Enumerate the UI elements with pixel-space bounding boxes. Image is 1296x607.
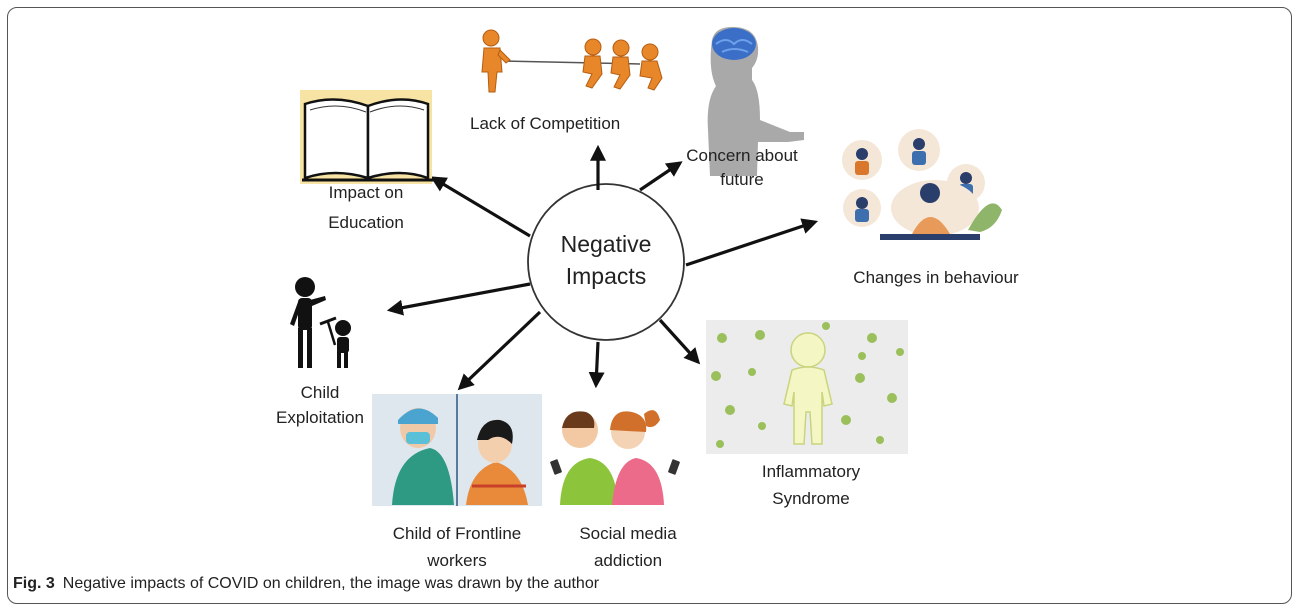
figure-caption-text: Negative impacts of COVID on children, t… bbox=[62, 575, 600, 592]
label-child-of-frontline-workers: Child of Frontline workers bbox=[376, 520, 538, 574]
label-education-line2: Education bbox=[328, 213, 404, 232]
center-title: Negative Impacts bbox=[528, 228, 684, 292]
tug-of-war-icon bbox=[481, 29, 663, 93]
label-inflammatory-syndrome: Inflammatory Syndrome bbox=[746, 458, 876, 512]
center-circle bbox=[527, 183, 685, 341]
label-social-media-addiction: Social media addiction bbox=[568, 520, 688, 574]
arrow-education bbox=[430, 176, 531, 238]
arrow-behaviour bbox=[685, 218, 819, 267]
label-social-line2: addiction bbox=[593, 551, 663, 570]
figure-frame bbox=[7, 7, 1292, 604]
label-inflammatory-line2: Syndrome bbox=[772, 489, 850, 508]
label-education-line1: Impact on bbox=[328, 183, 404, 202]
child-labour-icon bbox=[290, 277, 351, 368]
label-concern-line2: future bbox=[720, 170, 764, 189]
virus-child-icon bbox=[706, 320, 908, 454]
label-frontline-line2: workers bbox=[427, 551, 487, 570]
arrow-social bbox=[588, 341, 605, 389]
label-frontline-line1: Child of Frontline bbox=[392, 524, 522, 543]
label-changes-in-behaviour: Changes in behaviour bbox=[853, 268, 1019, 287]
center-title-line2: Impacts bbox=[565, 263, 647, 289]
label-concern-line1: Concern about bbox=[686, 146, 798, 165]
arrow-frontline bbox=[457, 310, 542, 391]
emotions-icon bbox=[842, 129, 1002, 240]
arrow-future bbox=[639, 161, 683, 192]
label-social-line1: Social media bbox=[579, 524, 677, 543]
arrow-exploitation bbox=[386, 282, 531, 316]
arrows bbox=[386, 144, 819, 391]
label-child-exploitation: Child Exploitation bbox=[262, 380, 378, 430]
thinking-person-icon bbox=[707, 26, 804, 176]
label-inflammatory-line1: Inflammatory bbox=[761, 462, 861, 481]
open-book-icon bbox=[300, 90, 434, 184]
frontline-worker-icon bbox=[372, 394, 542, 506]
figure-caption-label: Fig. 3 bbox=[13, 575, 55, 592]
phone-kids-icon bbox=[550, 410, 680, 505]
label-concern-about-future: Concern about future bbox=[672, 144, 812, 192]
figure-caption: Fig. 3 Negative impacts of COVID on child… bbox=[13, 575, 599, 593]
label-lack-of-competition: Lack of Competition bbox=[470, 114, 621, 133]
label-exploitation-line1: Child bbox=[300, 383, 340, 402]
label-exploitation-line2: Exploitation bbox=[276, 408, 364, 427]
arrow-inflammatory bbox=[658, 318, 701, 365]
center-title-line1: Negative bbox=[560, 231, 652, 257]
label-impact-on-education: Impact on Education bbox=[308, 178, 424, 238]
